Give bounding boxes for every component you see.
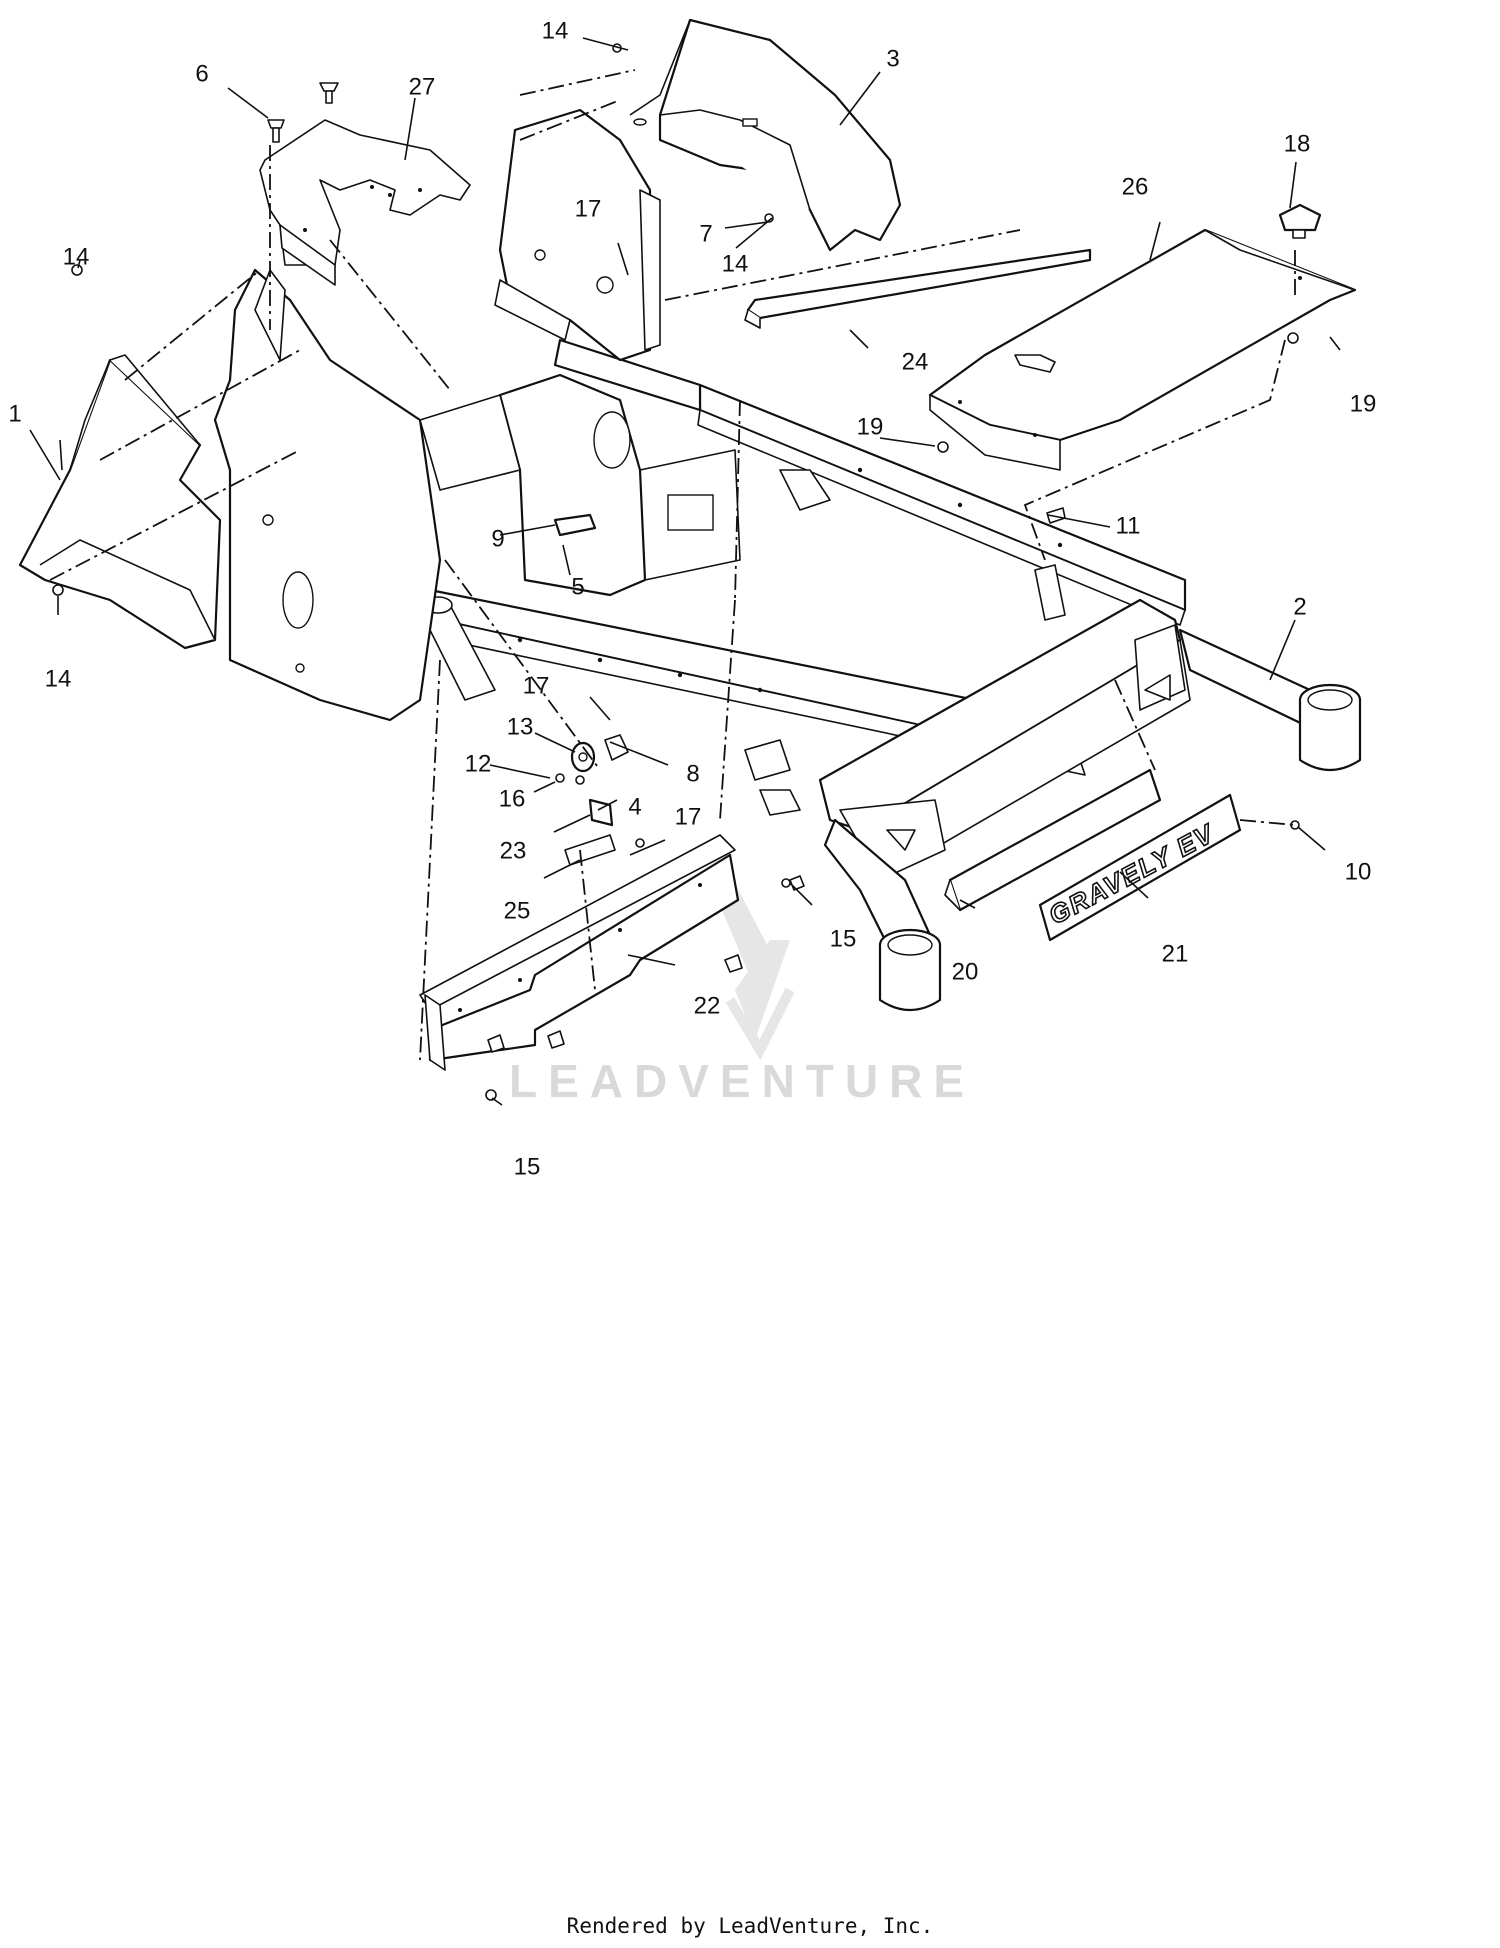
callout-17-low: 17	[675, 803, 702, 830]
callout-14-top: 14	[542, 17, 569, 44]
callout-23: 23	[500, 837, 527, 864]
alignment-lines	[49, 69, 1296, 1061]
leadventure-watermark: LEADVENTURE	[509, 870, 975, 1107]
callout-19-right: 19	[1350, 390, 1377, 417]
callout-12: 12	[465, 750, 492, 777]
callout-labels: 1 2 3 4 5 6 7 8 9 10 11 12 13 14 14 14 1…	[8, 17, 1376, 1180]
callout-24: 24	[902, 348, 929, 375]
callout-11: 11	[1116, 512, 1141, 539]
leader-lines	[29, 37, 1341, 1106]
callout-26: 26	[1122, 173, 1149, 200]
callout-16: 16	[499, 785, 526, 812]
callout-13: 13	[507, 713, 534, 740]
callout-17-rear: 17	[575, 195, 602, 222]
callout-27: 27	[409, 73, 436, 100]
callout-14-left-bottom: 14	[45, 665, 72, 692]
part-1-left-fender	[18, 354, 222, 650]
watermark-text: LEADVENTURE	[509, 1055, 975, 1107]
callout-14-rear: 14	[722, 250, 749, 277]
callout-17-mid: 17	[523, 672, 550, 699]
callout-4: 4	[628, 793, 641, 820]
callout-5: 5	[571, 573, 584, 600]
center-tower-plate	[419, 373, 647, 597]
callout-9: 9	[491, 525, 504, 552]
callout-21: 21	[1162, 940, 1189, 967]
callout-20: 20	[952, 958, 979, 985]
part-20-plate	[944, 768, 1162, 912]
callout-18: 18	[1284, 130, 1311, 157]
callout-7: 7	[699, 220, 712, 247]
part-24-strip	[744, 248, 1092, 329]
callout-3: 3	[886, 45, 899, 72]
callout-19-left: 19	[857, 413, 884, 440]
callout-8: 8	[686, 760, 699, 787]
callout-6: 6	[195, 60, 208, 87]
part-27-top-plate	[259, 119, 471, 286]
callout-14-left-top: 14	[63, 243, 90, 270]
callout-22: 22	[694, 992, 721, 1019]
callout-2: 2	[1293, 593, 1306, 620]
callout-15-front: 15	[830, 925, 857, 952]
left-side-plate	[213, 268, 442, 722]
callout-15-bottom: 15	[514, 1153, 541, 1180]
hardware	[52, 43, 1322, 1101]
callout-1: 1	[8, 400, 21, 427]
part-3-rear-fender	[629, 18, 902, 252]
part-22-lower-plate	[419, 834, 740, 1071]
callout-10: 10	[1345, 858, 1372, 885]
rear-tower	[494, 108, 661, 362]
main-frame	[419, 338, 1362, 1011]
part-26-cover-plate	[928, 228, 1357, 471]
footer-credit: Rendered by LeadVenture, Inc.	[566, 1914, 934, 1938]
callout-25: 25	[504, 897, 531, 924]
